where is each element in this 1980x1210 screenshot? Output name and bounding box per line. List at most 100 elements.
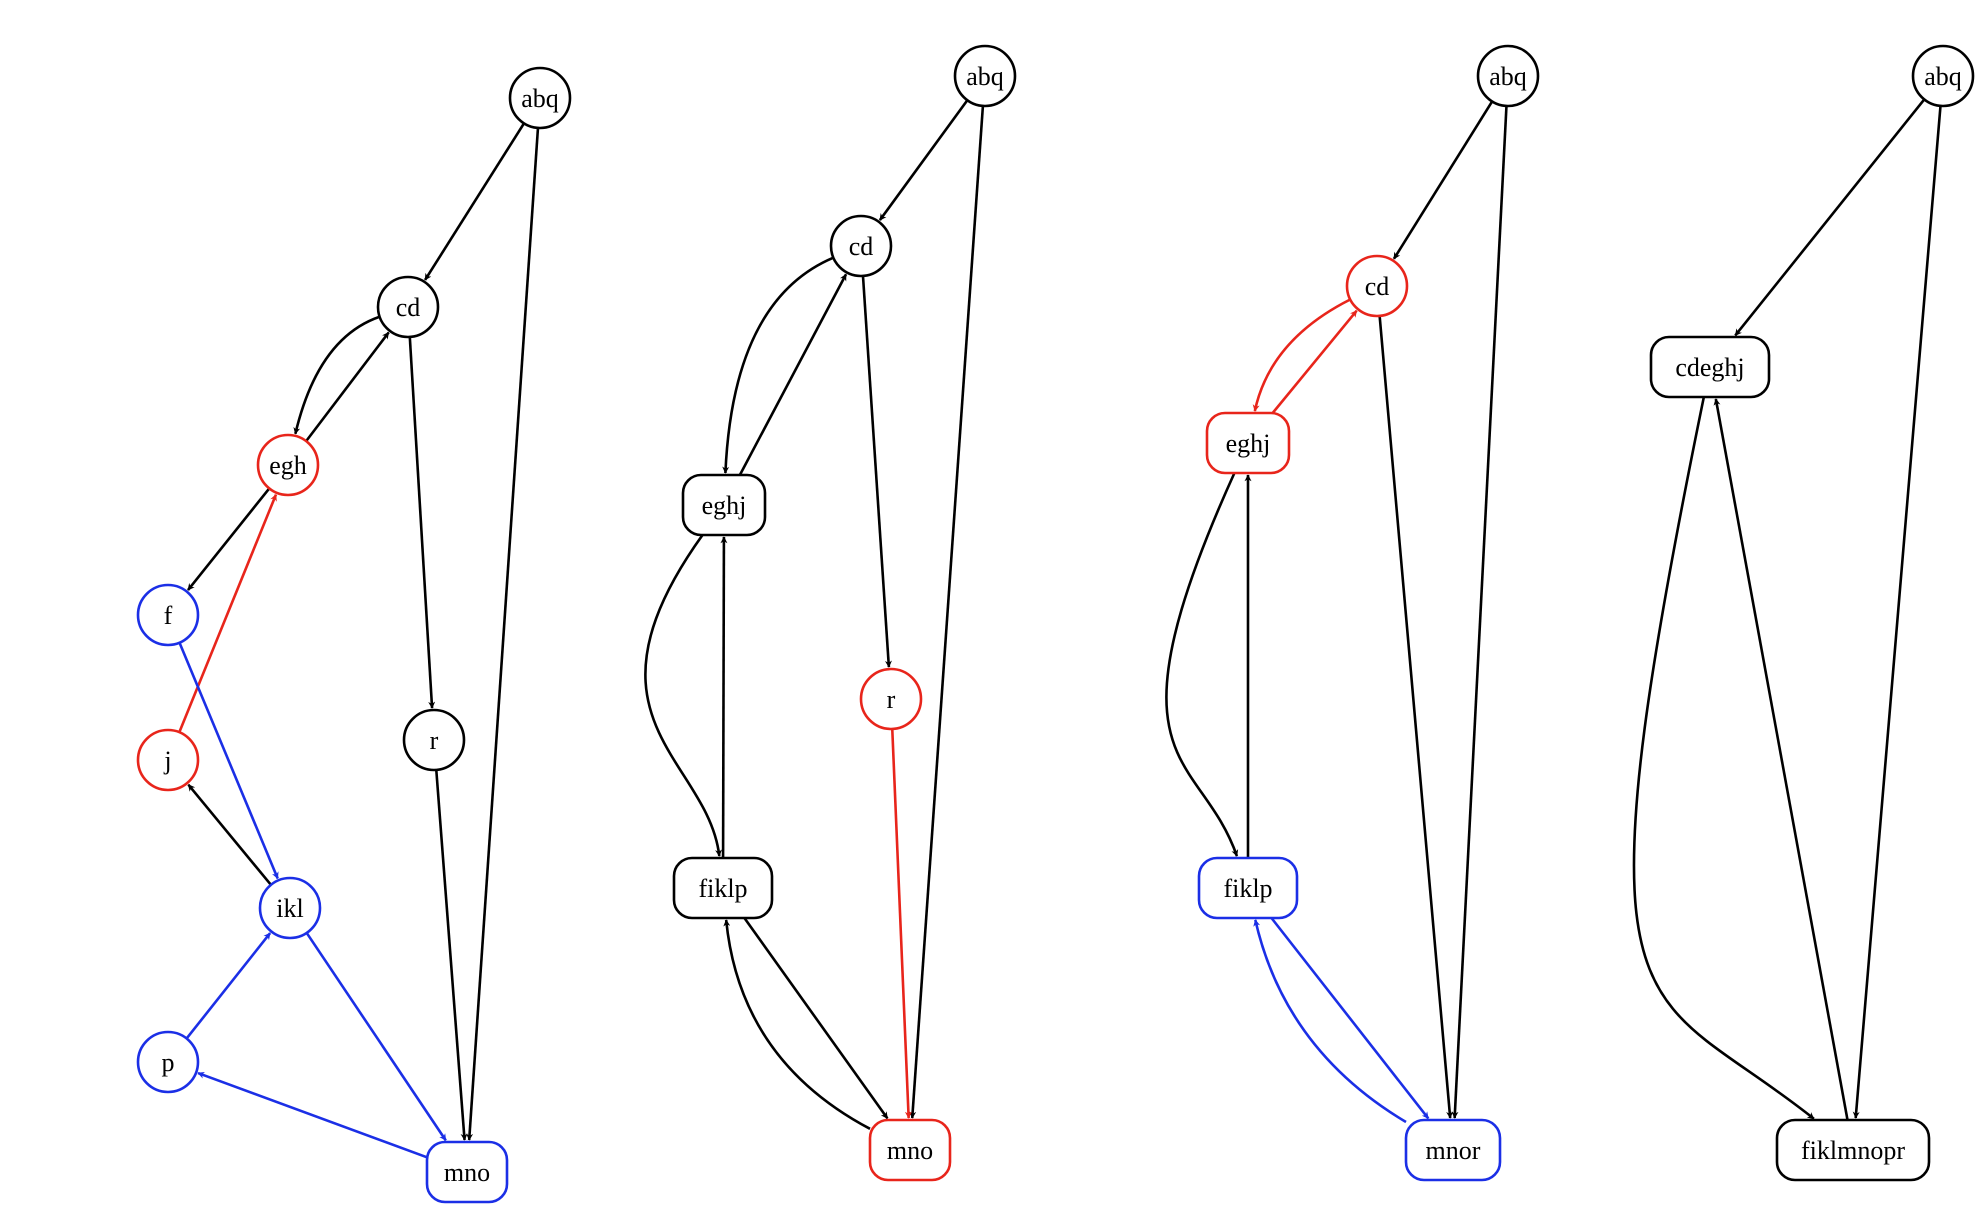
node-circle (1345, 254, 1409, 318)
node-r: r (402, 708, 466, 772)
node-cdeghj: cdeghj (1649, 335, 1771, 399)
edge-egh-to-f (186, 487, 271, 591)
edge-abq-to-fiklmnopr (1852, 105, 1942, 1119)
node-circle (136, 728, 200, 792)
node-eghj: eghj (681, 473, 767, 537)
graph-2-nodes: abq cd eghj r fiklp mno (672, 44, 1017, 1182)
node-label: abq (521, 84, 559, 113)
node-label: egh (269, 451, 307, 480)
edge-cd-to-r (861, 275, 892, 668)
graph-1-edges (178, 122, 540, 1159)
node-label: abq (966, 62, 1004, 91)
node-label: eghj (1226, 429, 1271, 458)
node-egh: egh (256, 433, 320, 497)
node-circle (376, 275, 440, 339)
edge-fiklp-to-mnor (1270, 917, 1430, 1120)
edge-abq-to-cdeghj (1734, 98, 1926, 337)
node-circle (402, 708, 466, 772)
node-box (672, 856, 774, 920)
edge-cd-to-eghj (722, 256, 834, 474)
node-ikl: ikl (258, 876, 322, 940)
node-circle (508, 66, 572, 130)
node-f: f (136, 583, 200, 647)
node-label: fiklp (1223, 874, 1272, 903)
node-label: r (430, 726, 439, 755)
node-label: mno (444, 1158, 490, 1187)
node-label: f (164, 601, 173, 630)
graph-3-nodes: abq cd eghj fiklp mnor (1197, 44, 1540, 1182)
node-fiklp: fiklp (672, 856, 774, 920)
node-label: fiklmnopr (1801, 1136, 1905, 1165)
node-circle (1911, 44, 1975, 108)
node-mno: mno (868, 1118, 952, 1182)
edge-eghj-to-cd (738, 273, 848, 476)
edge-layer (178, 98, 1942, 1159)
edge-abq-to-mnor (1451, 105, 1508, 1119)
edge-eghj-to-cd (1271, 309, 1358, 414)
node-label: r (887, 685, 896, 714)
edge-abq-to-cd (1392, 100, 1494, 260)
node-label: p (162, 1048, 175, 1077)
node-label: cd (396, 293, 421, 322)
edge-egh-to-cd (305, 331, 390, 442)
node-circle (136, 1030, 200, 1094)
edge-p-to-ikl (185, 932, 272, 1040)
node-label: mno (887, 1136, 933, 1165)
edge-ikl-to-j (187, 783, 272, 886)
graph-2-edges (644, 99, 985, 1130)
node-circle (256, 433, 320, 497)
node-label: j (163, 746, 171, 775)
node-label: mnor (1426, 1136, 1481, 1165)
edge-mnor-to-fiklp (1253, 919, 1407, 1124)
node-cd: cd (376, 275, 440, 339)
node-box (1775, 1118, 1931, 1182)
node-label: eghj (702, 491, 747, 520)
edge-f-to-ikl (178, 642, 279, 880)
edge-abq-to-cd (878, 99, 969, 221)
node-circle (859, 667, 923, 731)
edge-cd-to-egh (293, 315, 381, 435)
graph-4-edges (1632, 98, 1942, 1121)
graph-3-edges (1165, 100, 1508, 1124)
node-circle (1476, 44, 1540, 108)
edge-mno-to-fiklp (723, 919, 871, 1130)
node-label: cd (849, 232, 874, 261)
edge-r-to-mno (890, 728, 912, 1119)
node-box (425, 1140, 509, 1204)
node-j: j (136, 728, 200, 792)
edge-abq-to-mno (909, 105, 985, 1119)
node-circle (829, 214, 893, 278)
node-eghj: eghj (1205, 411, 1291, 475)
node-fiklmnopr: fiklmnopr (1775, 1118, 1931, 1182)
edge-mno-to-p (197, 1071, 428, 1159)
node-p: p (136, 1030, 200, 1094)
node-abq: abq (508, 66, 572, 130)
node-box (1197, 856, 1299, 920)
node-abq: abq (953, 44, 1017, 108)
node-circle (953, 44, 1017, 108)
edge-fiklp-to-eghj (720, 536, 728, 859)
node-label: abq (1489, 62, 1527, 91)
edge-eghj-to-fiklp (1165, 472, 1239, 857)
node-circle (258, 876, 322, 940)
edge-ikl-to-mno (305, 932, 447, 1142)
node-abq: abq (1911, 44, 1975, 108)
node-cd: cd (1345, 254, 1409, 318)
node-abq: abq (1476, 44, 1540, 108)
node-box (1205, 411, 1291, 475)
node-r: r (859, 667, 923, 731)
edge-cdeghj-to-fiklmnopr (1632, 396, 1815, 1120)
node-label: cd (1365, 272, 1390, 301)
node-box (1404, 1118, 1502, 1182)
node-box (868, 1118, 952, 1182)
edge-cd-to-eghj (1252, 298, 1351, 412)
node-box (1649, 335, 1771, 399)
edge-fiklp-to-mno (743, 917, 889, 1120)
graph-1-nodes: abq cd egh f j r ikl p mno (136, 66, 572, 1204)
node-mnor: mnor (1404, 1118, 1502, 1182)
node-label: cdeghj (1675, 353, 1744, 382)
edge-cd-to-r (408, 336, 436, 709)
edge-eghj-to-fiklp (644, 534, 723, 857)
edge-cd-to-mnor (1378, 315, 1454, 1119)
